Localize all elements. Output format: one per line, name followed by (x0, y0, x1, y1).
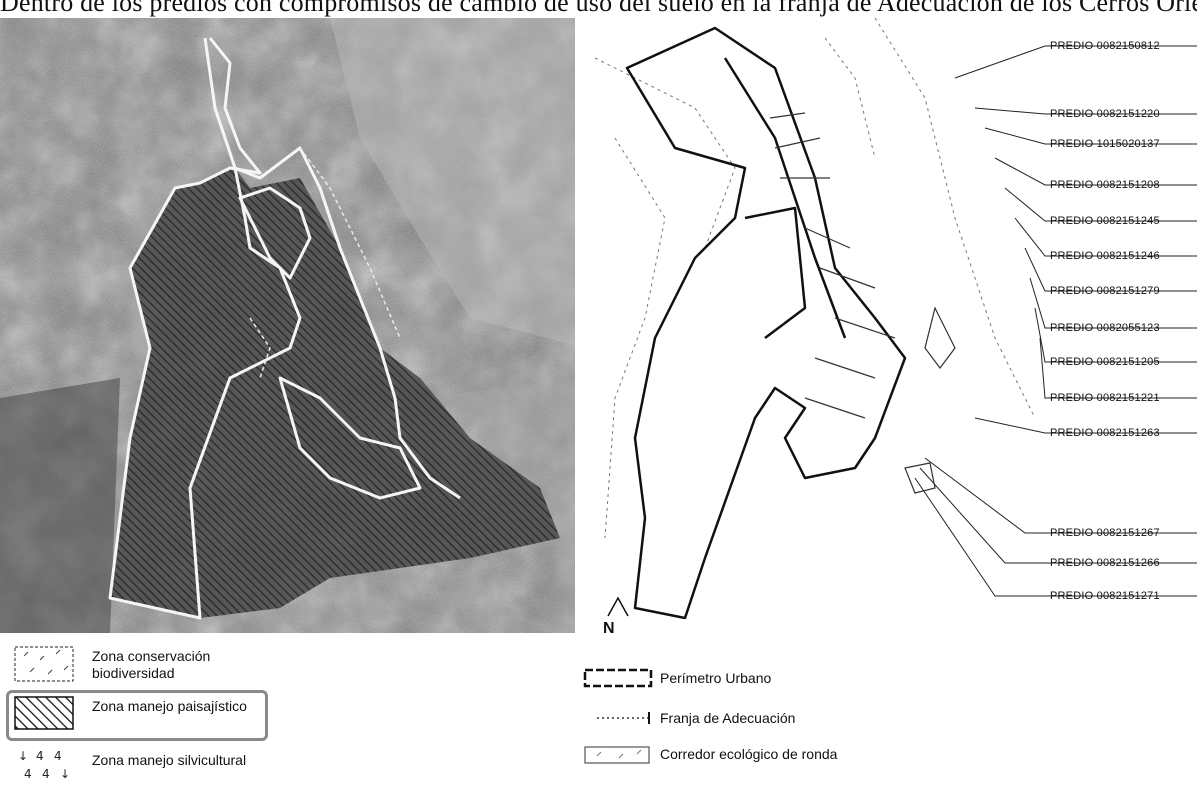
aerial-map-svg (0, 18, 585, 633)
predio-label: PREDIO 0082151221 (1050, 392, 1160, 404)
predio-label: PREDIO 0082055123 (1050, 322, 1160, 334)
predio-label: PREDIO 0082151208 (1050, 179, 1160, 191)
legend-label: Zona conservación biodiversidad (92, 648, 211, 681)
aerial-map-panel (0, 18, 585, 633)
svg-text:↓: ↓ (60, 767, 70, 781)
legend-item-silvicultural: Zona manejo silvicultural (92, 752, 262, 769)
legend-item-corredor: Corredor ecológico de ronda (660, 746, 837, 763)
north-arrow-icon (607, 596, 629, 617)
predio-label: PREDIO 0082151266 (1050, 557, 1160, 569)
dotted-pattern-swatch (14, 646, 74, 682)
legend-item-conservacion: Zona conservación biodiversidad (92, 648, 272, 682)
dotted-line-swatch (597, 712, 650, 724)
legend-label: Franja de Adecuación (660, 710, 796, 726)
svg-text:↓: ↓ (18, 749, 28, 763)
legend-label: Perímetro Urbano (660, 670, 772, 686)
predio-label: PREDIO 0082151245 (1050, 215, 1160, 227)
cadastral-plan-panel (575, 18, 1197, 633)
light-dotted-swatch (584, 746, 650, 764)
predio-label: PREDIO 0082151220 (1050, 108, 1160, 120)
svg-text:4: 4 (42, 767, 50, 781)
document-caption: Dentro de los predios con compromisos de… (0, 0, 1197, 17)
svg-text:4: 4 (36, 749, 44, 763)
predio-label: PREDIO 0082151267 (1050, 527, 1160, 539)
legend-label: Corredor ecológico de ronda (660, 746, 838, 762)
dashed-border-swatch (583, 668, 653, 688)
predio-label: PREDIO 0082151279 (1050, 285, 1160, 297)
legend-label: Zona manejo silvicultural (92, 752, 247, 768)
hatched-pattern-swatch (14, 696, 74, 730)
north-arrow-label: N (603, 620, 615, 637)
svg-text:4: 4 (54, 749, 62, 763)
legend-item-perimetro: Perímetro Urbano (660, 670, 771, 687)
legend-item-paisajistico: Zona manejo paisajístico (92, 698, 262, 715)
predio-label: PREDIO 0082151263 (1050, 427, 1160, 439)
predio-label: PREDIO 0082150812 (1050, 40, 1160, 52)
predio-label: PREDIO 0082151246 (1050, 250, 1160, 262)
cadastral-plan-svg (575, 18, 1197, 633)
legend-highlight-box (6, 690, 268, 741)
predio-label: PREDIO 1015020137 (1050, 138, 1160, 150)
legend-label: Zona manejo paisajístico (92, 698, 247, 714)
legend-item-franja: Franja de Adecuación (660, 710, 795, 727)
svg-text:4: 4 (24, 767, 32, 781)
predio-label: PREDIO 0082151205 (1050, 356, 1160, 368)
predio-label: PREDIO 0082151271 (1050, 590, 1160, 602)
